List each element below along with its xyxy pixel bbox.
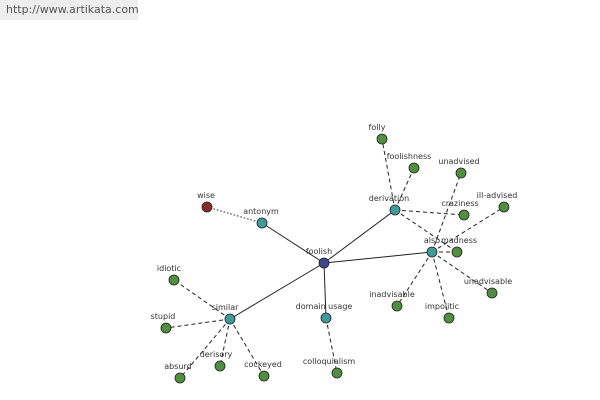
- node-label-domain: domain usage: [296, 302, 353, 311]
- node-label-folly: folly: [369, 123, 386, 132]
- node-label-unadvised: unadvised: [438, 157, 479, 166]
- node-label-also: also: [424, 236, 440, 245]
- node-marker-absurd[interactable]: [174, 372, 186, 384]
- node-stupid[interactable]: stupid: [151, 312, 176, 334]
- node-label-madness: madness: [441, 236, 477, 245]
- node-madness[interactable]: madness: [441, 236, 477, 258]
- node-label-foolishness: foolishness: [387, 152, 432, 161]
- node-marker-craziness[interactable]: [458, 209, 470, 221]
- edge-derivation-madness: [394, 209, 458, 253]
- edge-similar-stupid: [165, 318, 231, 329]
- node-foolishness[interactable]: foolishness: [387, 152, 432, 174]
- node-colloquialism[interactable]: colloquialism: [303, 357, 356, 379]
- edge-similar-derisory: [219, 318, 231, 367]
- node-marker-domain[interactable]: [320, 312, 332, 324]
- node-derivation[interactable]: derivation: [369, 194, 409, 216]
- node-derisory[interactable]: derisory: [200, 350, 233, 372]
- node-marker-unadvisable[interactable]: [486, 287, 498, 299]
- edge-antonym-wise: [206, 206, 263, 224]
- node-marker-inadvisable[interactable]: [391, 300, 403, 312]
- node-unadvised[interactable]: unadvised: [438, 157, 480, 179]
- node-marker-colloquialism[interactable]: [331, 367, 343, 379]
- node-wise[interactable]: wise: [197, 191, 215, 213]
- node-label-colloquialism: colloquialism: [303, 357, 356, 366]
- node-marker-antonym[interactable]: [256, 217, 268, 229]
- node-also[interactable]: also: [424, 236, 440, 258]
- node-label-inadvisable: inadvisable: [369, 290, 415, 299]
- edge-derivation-foolishness: [394, 167, 415, 211]
- node-marker-foolishness[interactable]: [408, 162, 420, 174]
- node-label-illadvised: ill-advised: [477, 191, 518, 200]
- node-absurd[interactable]: absurd: [164, 362, 192, 384]
- edge-foolish-derivation: [323, 209, 396, 264]
- node-label-wise: wise: [197, 191, 215, 200]
- node-label-similar: similar: [212, 303, 240, 312]
- node-marker-stupid[interactable]: [160, 322, 172, 334]
- node-marker-unadvised[interactable]: [455, 167, 467, 179]
- node-marker-idiotic[interactable]: [168, 274, 180, 286]
- node-marker-also[interactable]: [426, 246, 438, 258]
- edge-similar-absurd: [179, 318, 231, 379]
- edge-also-inadvisable: [396, 251, 433, 307]
- node-label-antonym: antonym: [243, 207, 279, 216]
- node-label-derisory: derisory: [200, 350, 233, 359]
- edge-similar-idiotic: [173, 279, 231, 320]
- node-similar[interactable]: similar: [212, 303, 240, 325]
- node-label-unadvisable: unadvisable: [464, 277, 512, 286]
- node-marker-derivation[interactable]: [389, 204, 401, 216]
- node-folly[interactable]: folly: [369, 123, 388, 145]
- node-marker-cockeyed[interactable]: [258, 370, 270, 382]
- node-label-craziness: craziness: [441, 199, 478, 208]
- node-craziness[interactable]: craziness: [441, 199, 479, 221]
- node-unadvisable[interactable]: unadvisable: [464, 277, 512, 299]
- node-label-cockeyed: cockeyed: [244, 360, 282, 369]
- node-marker-derisory[interactable]: [214, 360, 226, 372]
- edge-derivation-craziness: [394, 209, 465, 216]
- node-marker-wise[interactable]: [201, 201, 213, 213]
- node-marker-foolish[interactable]: [318, 257, 330, 269]
- node-cockeyed[interactable]: cockeyed: [244, 360, 282, 382]
- edge-also-illadvised: [431, 206, 505, 253]
- node-illadvised[interactable]: ill-advised: [477, 191, 518, 213]
- node-label-derivation: derivation: [369, 194, 409, 203]
- node-marker-similar[interactable]: [224, 313, 236, 325]
- edge-foolish-antonym: [261, 222, 325, 264]
- edge-foolish-similar: [229, 262, 325, 320]
- node-foolish[interactable]: foolish: [306, 247, 332, 269]
- node-antonym[interactable]: antonym: [243, 207, 279, 229]
- node-idiotic[interactable]: idiotic: [157, 264, 181, 286]
- edge-foolish-also: [323, 251, 433, 264]
- node-label-foolish: foolish: [306, 247, 332, 256]
- edge-also-impolitic: [431, 251, 450, 319]
- node-label-impolitic: impolitic: [425, 302, 459, 311]
- node-label-stupid: stupid: [151, 312, 176, 321]
- node-marker-madness[interactable]: [451, 246, 463, 258]
- node-impolitic[interactable]: impolitic: [425, 302, 459, 324]
- edge-also-unadvised: [431, 172, 462, 253]
- edge-domain-colloquialism: [325, 317, 338, 374]
- edge-foolish-domain: [323, 262, 327, 319]
- edge-also-unadvisable: [431, 251, 493, 294]
- node-inadvisable[interactable]: inadvisable: [369, 290, 415, 312]
- node-marker-folly[interactable]: [376, 133, 388, 145]
- edge-derivation-folly: [381, 138, 396, 211]
- node-label-idiotic: idiotic: [157, 264, 181, 273]
- source-url[interactable]: http://www.artikata.com: [0, 0, 139, 20]
- node-domain[interactable]: domain usage: [296, 302, 353, 324]
- node-label-absurd: absurd: [164, 362, 191, 371]
- node-marker-impolitic[interactable]: [443, 312, 455, 324]
- node-marker-illadvised[interactable]: [498, 201, 510, 213]
